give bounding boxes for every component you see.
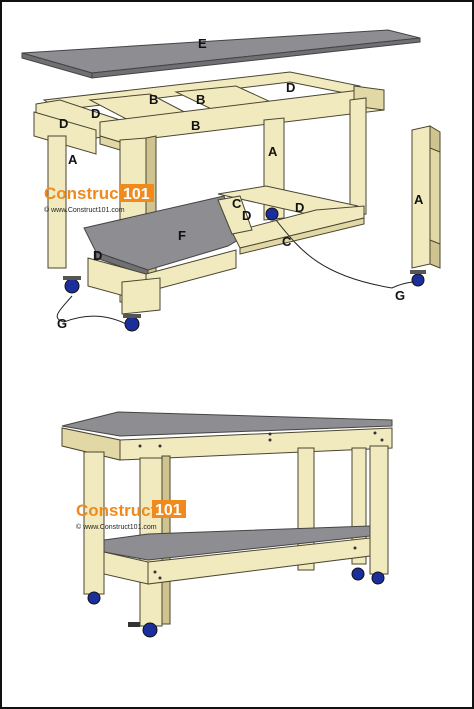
screws	[138, 431, 384, 580]
leader-g-left-2	[63, 315, 127, 325]
label-top-e: E	[198, 36, 207, 51]
brand-number-top: 101	[123, 186, 150, 203]
brand-url-bottom: © www.Construct101.com	[76, 523, 157, 531]
label-brace-b-mid: B	[196, 92, 205, 107]
shelf-f	[83, 195, 239, 277]
label-leg-a-detached: A	[414, 192, 424, 207]
watermark-top: Construct 101 © www.Construct101.com	[44, 184, 154, 214]
label-caster-g-left: G	[57, 316, 67, 331]
label-apron-d-left: D	[59, 116, 68, 131]
label-shelf-d-front: D	[93, 248, 102, 263]
lower-apron	[87, 249, 237, 315]
label-shelf-d-inner: D	[242, 208, 251, 223]
label-shelf-c-upper: C	[232, 196, 242, 211]
leader-g-right	[275, 219, 393, 289]
label-brace-b-left: B	[149, 92, 158, 107]
top-panel-e	[21, 29, 421, 79]
brand-word-bottom: Construct	[76, 501, 157, 520]
label-apron-d-right: D	[286, 80, 295, 95]
brand-word-top: Construct	[44, 184, 125, 203]
leader-g-right-2	[391, 281, 415, 289]
brand-number-bottom: 101	[155, 502, 182, 519]
top-frame	[33, 71, 385, 155]
label-shelf-d-side: D	[295, 200, 304, 215]
brand-url-top: © www.Construct101.com	[44, 206, 125, 214]
casters-bottom	[87, 567, 385, 638]
label-caster-g-right: G	[395, 288, 405, 303]
label-shelf-c-front: C	[282, 234, 292, 249]
label-shelf-f: F	[178, 228, 186, 243]
label-leg-a-back: A	[268, 144, 278, 159]
shelf-frame	[217, 185, 365, 255]
assembled-view: Construct 101 © www.Construct101.com	[61, 411, 393, 638]
label-leg-a-left: A	[68, 152, 78, 167]
label-brace-b-front: B	[191, 118, 200, 133]
casters-top	[63, 207, 426, 332]
exploded-view: E D D D B B B	[21, 29, 441, 332]
label-apron-d-mid: D	[91, 106, 100, 121]
watermark-bottom: Construct 101 © www.Construct101.com	[76, 500, 186, 531]
detached-leg-a	[411, 125, 441, 269]
leader-g-left	[56, 295, 73, 323]
